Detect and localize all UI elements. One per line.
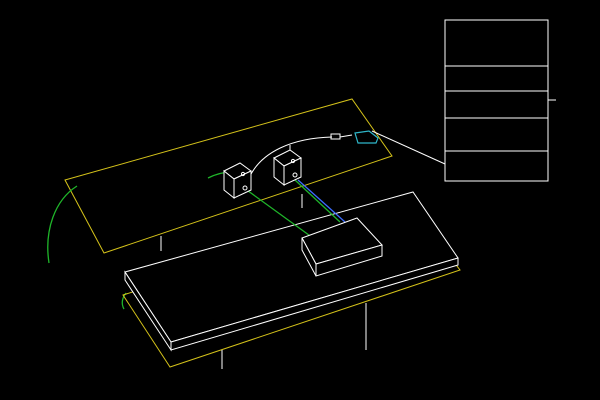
large-slab[interactable] [124,191,459,352]
camera-left-side [223,169,235,200]
camera-left-knob-icon [240,171,246,177]
cable-arc-tail [339,134,353,138]
camera-right-side [273,156,285,187]
small-box[interactable] [301,217,383,277]
camera-left[interactable] [223,162,252,200]
upper-floor-outline [64,98,393,254]
camera-right[interactable] [273,145,302,187]
left-green-arc [47,185,78,264]
camera-right-lens-icon [292,172,298,178]
cable-arc [249,136,333,177]
large-slab-side [124,270,172,352]
stacked-panel-icon[interactable] [444,19,556,182]
green-beam-right [294,179,341,223]
large-slab-top [124,191,459,343]
camera-right-knob-icon [290,158,296,164]
panel-frame [444,19,549,182]
cable-connector [330,133,341,140]
blue-beam [297,179,346,223]
camera-left-lens-icon [242,185,248,191]
green-beam-left [243,187,314,239]
cyan-sensor[interactable] [354,130,379,144]
panel-leader-line [371,130,446,165]
small-box-side [301,237,317,277]
